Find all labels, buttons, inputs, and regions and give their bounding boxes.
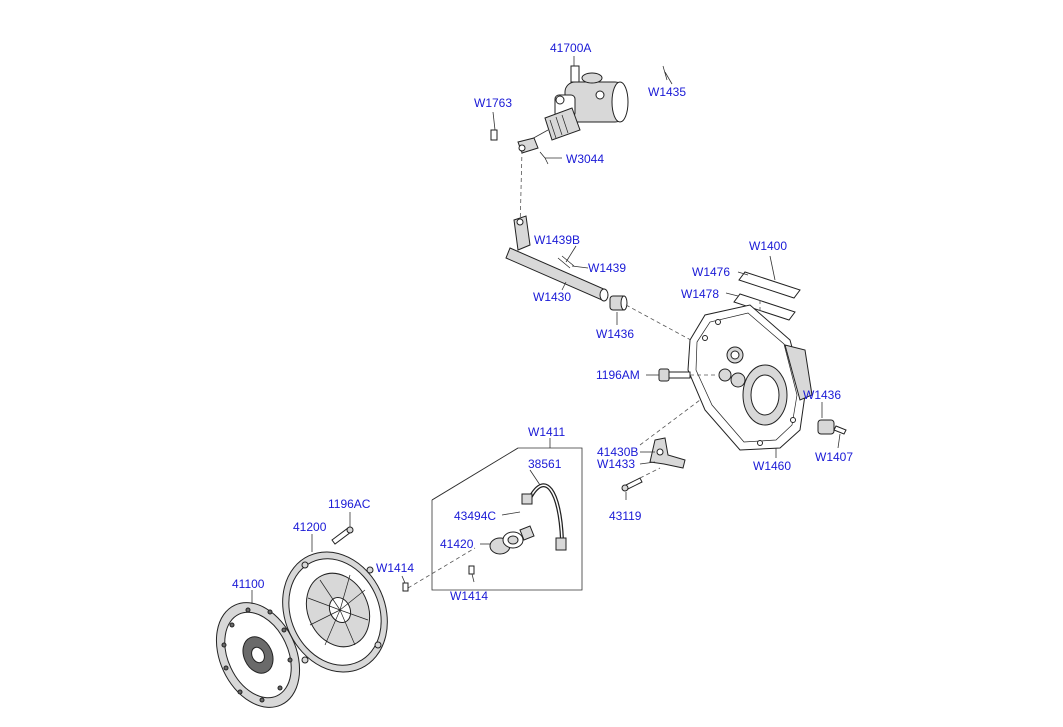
clutch-housing <box>687 304 813 451</box>
label-41100: 41100 <box>232 577 265 591</box>
label-W1411: W1411 <box>528 425 565 439</box>
release-shaft <box>505 215 609 302</box>
clip-w1414-upper <box>402 582 409 592</box>
label-43494C: 43494C <box>454 509 496 523</box>
hydraulic-hose <box>521 483 567 551</box>
gasket-upper <box>738 271 801 299</box>
clutch-disc <box>215 602 301 708</box>
label-41700A: 41700A <box>550 41 591 55</box>
label-W1414-left: W1414 <box>376 561 414 575</box>
label-W3044: W3044 <box>566 152 604 166</box>
label-41200: 41200 <box>293 520 327 534</box>
label-1196AC: 1196AC <box>328 497 371 511</box>
label-W1430: W1430 <box>533 290 571 304</box>
shaft-bushing <box>609 295 628 311</box>
label-W1414-right: W1414 <box>450 589 488 603</box>
label-W1476: W1476 <box>692 265 730 279</box>
master-cylinder <box>529 65 629 141</box>
label-W1436-shaft: W1436 <box>596 327 634 341</box>
clutch-cover <box>282 551 388 673</box>
label-W1460: W1460 <box>753 459 791 473</box>
bushing-right <box>817 419 835 435</box>
label-43119: 43119 <box>609 509 642 523</box>
label-W1436-housing: W1436 <box>803 388 841 402</box>
bolt-1196am <box>658 368 691 382</box>
label-1196AM: 1196AM <box>596 368 640 382</box>
pin-w1407 <box>833 425 847 435</box>
label-W1400: W1400 <box>749 239 787 253</box>
label-41430B: 41430B <box>597 445 638 459</box>
bolt-1196ac <box>331 526 354 545</box>
label-W1433: W1433 <box>597 457 635 471</box>
clip-w1414-lower <box>468 565 475 575</box>
bolt-43119 <box>621 477 643 492</box>
label-W1478: W1478 <box>681 287 719 301</box>
label-W1763: W1763 <box>474 96 512 110</box>
label-W1439: W1439 <box>588 261 626 275</box>
release-bearing <box>489 525 535 555</box>
pushrod-clevis <box>517 137 539 154</box>
label-W1407: W1407 <box>815 450 853 464</box>
label-41420: 41420 <box>440 537 474 551</box>
gasket-lower <box>733 293 796 321</box>
release-fork <box>649 437 686 469</box>
label-38561: 38561 <box>528 457 562 471</box>
label-W1439B: W1439B <box>534 233 580 247</box>
label-W1435: W1435 <box>648 85 686 99</box>
